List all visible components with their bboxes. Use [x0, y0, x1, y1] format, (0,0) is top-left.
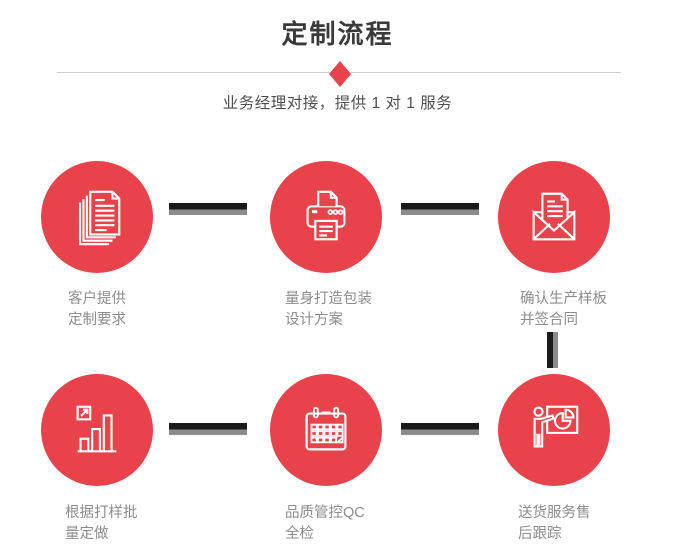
printer-icon [306, 190, 346, 241]
page-title: 定制流程 [281, 19, 394, 49]
step-6-label-line2: 后跟踪 [518, 526, 562, 542]
step-2-circle [270, 161, 382, 273]
step-3-label-line2: 并签合同 [520, 312, 578, 328]
connector-step5-step6 [401, 423, 479, 435]
step-1-circle [41, 161, 153, 273]
step-4-circle [41, 374, 153, 486]
documents-icon [78, 190, 121, 246]
step-4-label-line2: 量定做 [65, 526, 109, 542]
step-1-label-line2: 定制要求 [68, 312, 126, 328]
step-3-circle [498, 161, 610, 273]
page-subtitle: 业务经理对接，提供 1 对 1 服务 [222, 95, 453, 112]
step-1-label: 客户提供 定制要求 [68, 289, 126, 331]
step-2-label: 量身打造包装 设计方案 [285, 289, 372, 331]
connector-step1-step2 [169, 203, 247, 215]
step-2-label-line2: 设计方案 [285, 312, 343, 328]
bar-chart-icon [76, 405, 117, 453]
step-2-label-line1: 量身打造包装 [285, 291, 372, 307]
step-5-label: 品质管控QC 全检 [285, 503, 365, 545]
step-4-label-line1: 根据打样批 [65, 505, 138, 521]
step-3-label: 确认生产样板 并签合同 [520, 289, 607, 331]
step-6-circle [498, 374, 610, 486]
envelope-icon [532, 192, 576, 241]
step-5-label-line2: 全检 [285, 526, 314, 542]
step-5-label-line1: 品质管控QC [285, 505, 365, 521]
connector-step2-step3 [401, 203, 479, 215]
step-3-label-line1: 确认生产样板 [520, 291, 607, 307]
connector-row1-row2 [547, 332, 558, 368]
connector-step4-step5 [169, 423, 247, 435]
step-5-circle [270, 374, 382, 486]
presentation-icon [533, 405, 579, 448]
diamond-icon [329, 61, 351, 87]
step-1-label-line1: 客户提供 [68, 291, 126, 307]
calendar-icon [305, 406, 347, 451]
step-6-label-line1: 送货服务售 [518, 505, 591, 521]
step-6-label: 送货服务售 后跟踪 [518, 503, 591, 545]
step-4-label: 根据打样批 量定做 [65, 503, 138, 545]
